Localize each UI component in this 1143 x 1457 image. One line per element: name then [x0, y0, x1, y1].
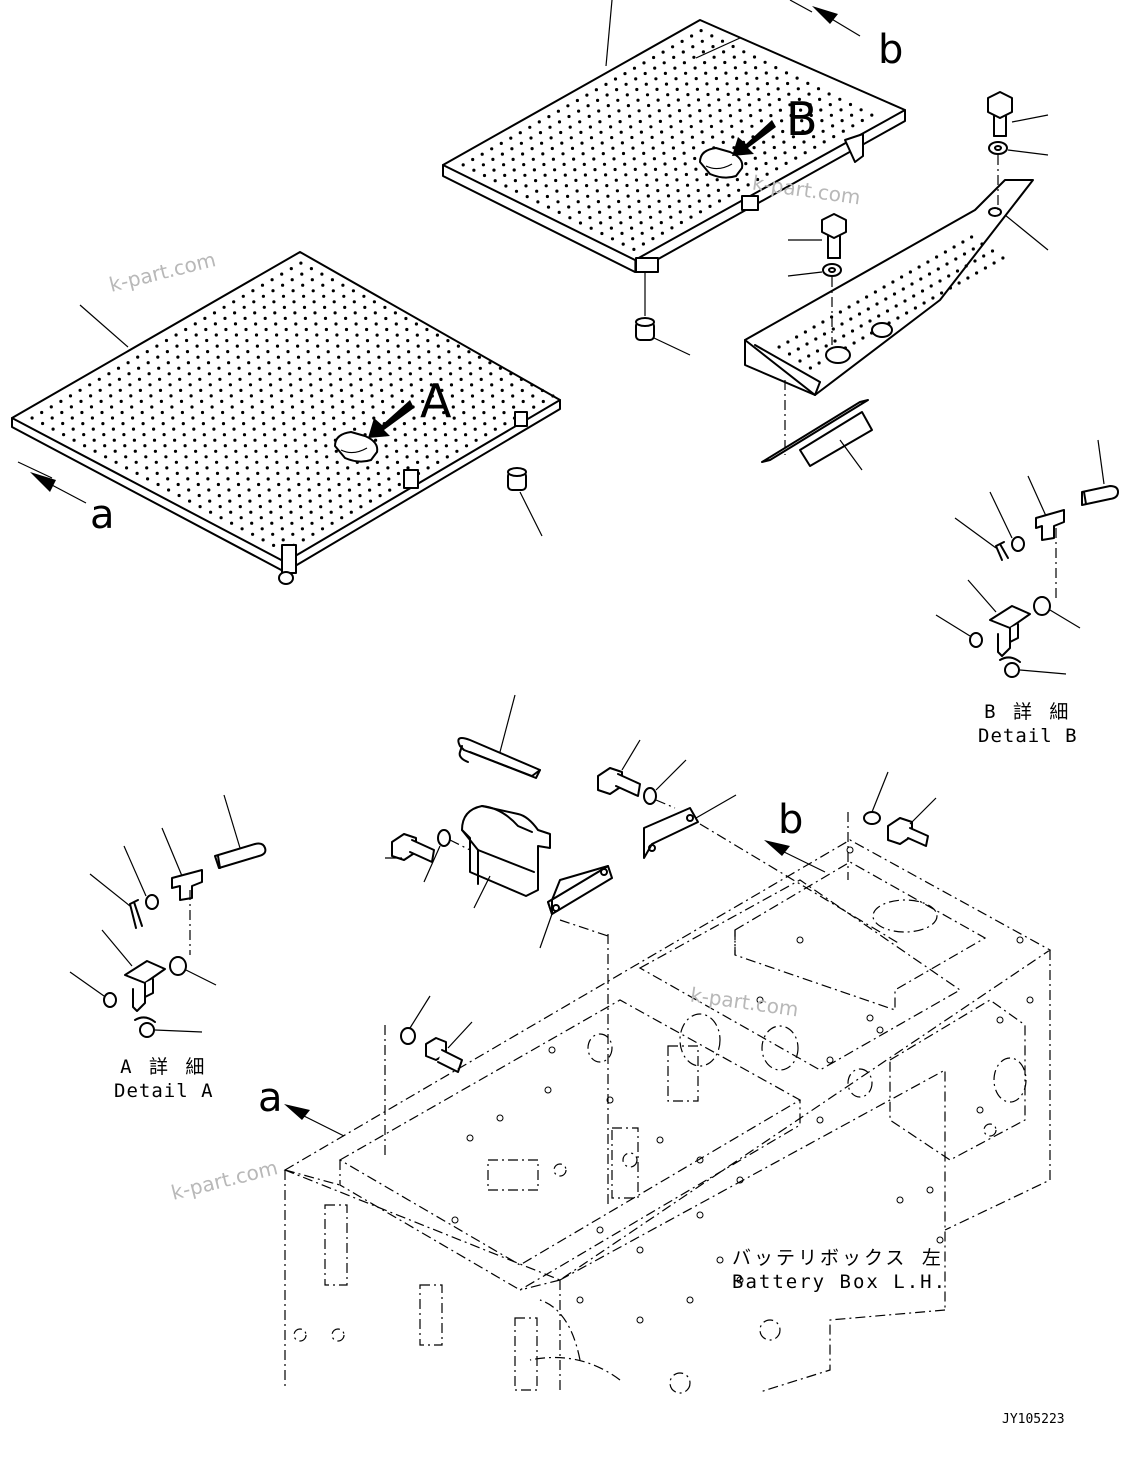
- battery-box-en: Battery Box L.H.: [732, 1271, 948, 1293]
- view-label-a-lower: a: [258, 1075, 283, 1121]
- plate-right-perforations: [461, 29, 874, 251]
- bolt-step-2: [787, 213, 847, 345]
- plate-left-perforations: [30, 261, 555, 553]
- bolt-step-1: [987, 91, 1049, 210]
- clamp-cover: [461, 805, 551, 909]
- clamp-plate-right: [643, 794, 901, 945]
- battery-box-frame: [283, 839, 1052, 1394]
- detail-a-jp: A 詳 細: [120, 1056, 208, 1078]
- detail-b-caption: B 詳 細 Detail B: [978, 700, 1078, 748]
- callout-label-b: B: [786, 92, 818, 146]
- callout-label-a: A: [420, 374, 452, 428]
- latch-tab-right: [635, 133, 864, 273]
- floor-plate-right: [442, 0, 906, 356]
- callout-arrow-a: [368, 400, 414, 438]
- tape: [761, 380, 873, 471]
- latch-a: [101, 929, 166, 1012]
- battery-box-caption: バッテリボックス 左 Battery Box L.H.: [732, 1246, 947, 1294]
- hand-hole-b: [699, 147, 744, 179]
- callout-arrow-b: [732, 120, 776, 156]
- pin-a: [214, 794, 267, 869]
- view-label-b-top: b: [878, 27, 904, 73]
- latch-b: [967, 579, 1031, 657]
- stop-rubber-b: [635, 272, 691, 356]
- cotter-pin-b: [995, 541, 1009, 561]
- pin-b: [1081, 439, 1119, 506]
- u-bolt: [457, 694, 541, 779]
- nut-b: [999, 656, 1067, 678]
- detail-a-caption: A 詳 細 Detail A: [114, 1055, 214, 1103]
- detail-a-en: Detail A: [114, 1080, 214, 1102]
- cotter-pin-a: [129, 899, 143, 929]
- drawing-code: JY105223: [1002, 1412, 1065, 1427]
- bolt-clamp-left: [385, 829, 471, 883]
- view-label-b-lower: b: [778, 797, 804, 843]
- frame-holes: [451, 846, 1034, 1324]
- stop-rubber-a: [507, 467, 543, 537]
- floor-plate-left: [11, 251, 561, 585]
- detail-b-jp: B 詳 細: [984, 701, 1072, 723]
- bolt-frame-left: [384, 995, 473, 1158]
- bolt-clamp-top: [597, 739, 687, 809]
- bracket-a: [161, 827, 203, 901]
- detail-a-assembly: [69, 794, 267, 1038]
- hand-hole-a: [334, 431, 379, 463]
- detail-b-en: Detail B: [978, 725, 1078, 747]
- bracket-b: [1027, 475, 1065, 541]
- detail-b-assembly: [935, 439, 1119, 678]
- latch-tab-left: [278, 411, 528, 585]
- clamp-plate: [539, 865, 613, 949]
- battery-box-jp: バッテリボックス 左: [732, 1247, 944, 1269]
- step-bracket: [744, 91, 1049, 471]
- view-label-a-top: a: [90, 492, 115, 538]
- bolt-frame-right: [847, 771, 937, 880]
- nut-a: [134, 1016, 203, 1038]
